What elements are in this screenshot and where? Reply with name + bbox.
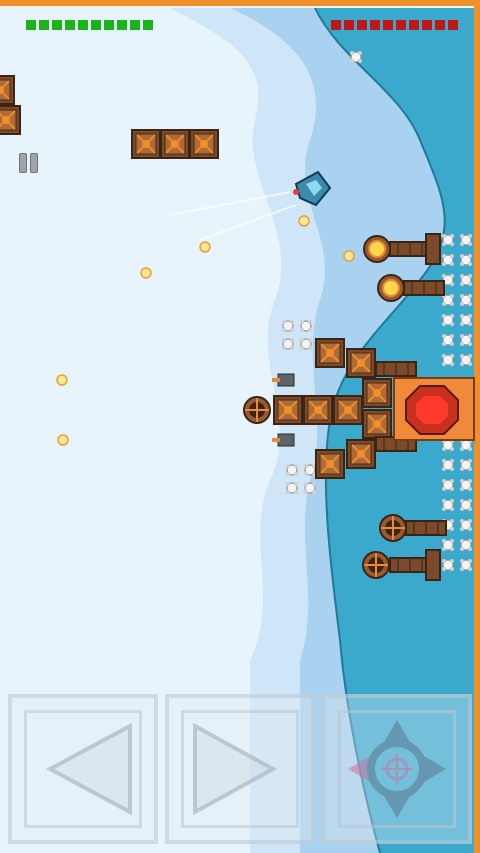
fire-button[interactable] [322, 694, 472, 844]
boss-health-segment [422, 20, 432, 30]
player-health-segment [117, 20, 127, 30]
left-arrow-icon [45, 722, 132, 816]
player-health-segment [26, 20, 36, 30]
pause-icon [30, 153, 38, 173]
player-health-segment [65, 20, 75, 30]
right-arrow-icon [193, 722, 278, 816]
boss-health-segment [396, 20, 406, 30]
button-frame [338, 710, 456, 828]
pause-icon [19, 153, 27, 173]
boss-health-segment [409, 20, 419, 30]
player-health-segment [39, 20, 49, 30]
boss-core-icon [393, 377, 475, 441]
player-health-segment [91, 20, 101, 30]
player-ship-icon [293, 170, 332, 207]
player-health-bar [26, 20, 153, 30]
button-frame [24, 710, 142, 828]
player-health-segment [143, 20, 153, 30]
move-right-button[interactable] [165, 694, 315, 844]
player-health-segment [52, 20, 62, 30]
boss-health-bar [331, 20, 458, 30]
boss-health-segment [331, 20, 341, 30]
boss-health-segment [448, 20, 458, 30]
boss-health-segment [435, 20, 445, 30]
move-left-button[interactable] [8, 694, 158, 844]
crosshair-icon [348, 720, 446, 818]
player-health-segment [104, 20, 114, 30]
boss-health-segment [383, 20, 393, 30]
boss-health-segment [370, 20, 380, 30]
player-health-segment [78, 20, 88, 30]
player-health-segment [130, 20, 140, 30]
button-frame [181, 710, 299, 828]
pause-button[interactable] [19, 153, 41, 175]
boss-health-segment [344, 20, 354, 30]
boss-health-segment [357, 20, 367, 30]
